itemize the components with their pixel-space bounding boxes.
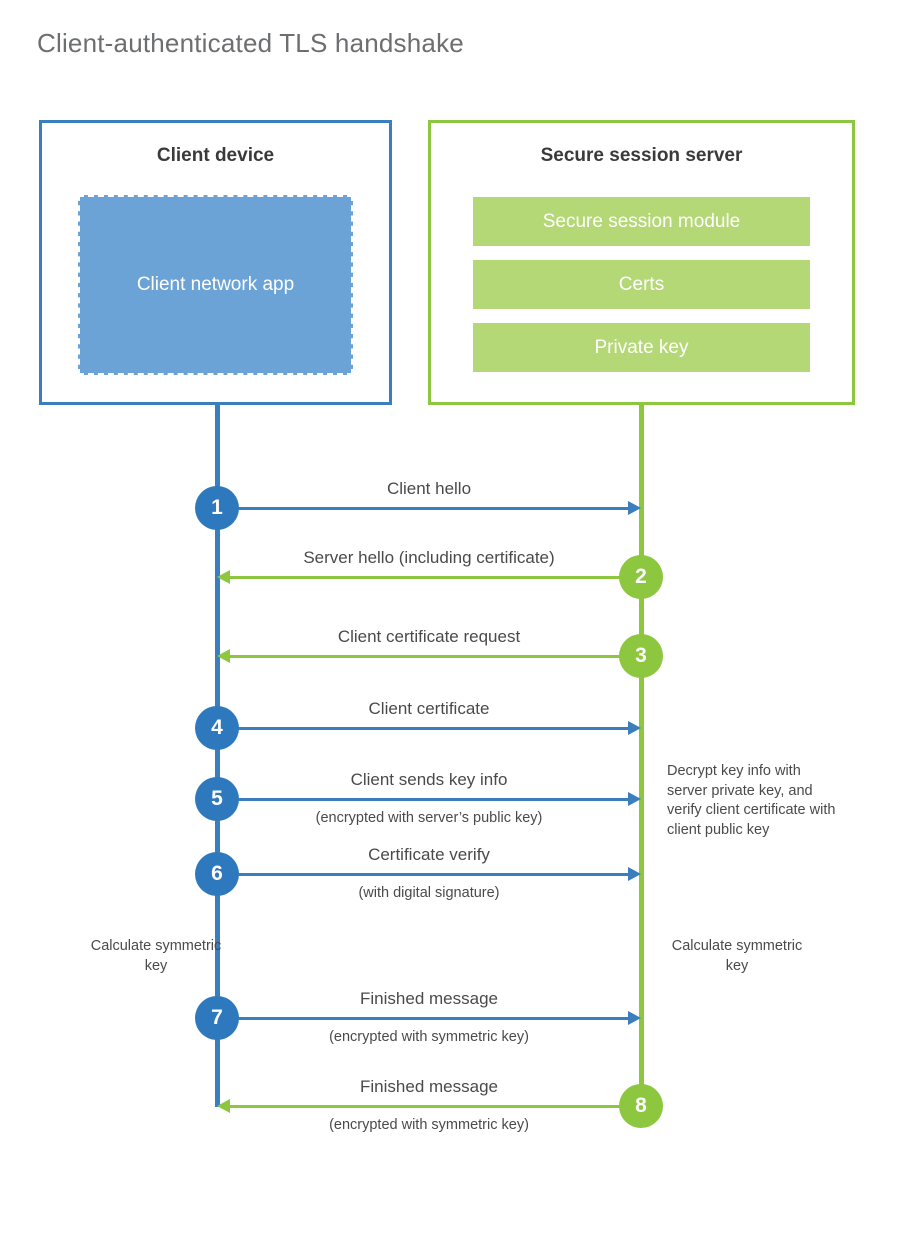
- message-label: Finished message: [360, 1077, 498, 1096]
- secure-session-server-title: Secure session server: [540, 145, 743, 166]
- message-line: [217, 727, 630, 730]
- message-label: Finished message: [360, 989, 498, 1008]
- arrowhead-icon: [628, 501, 641, 515]
- note-decrypt-key-info: Decrypt key info with server private key…: [667, 763, 836, 838]
- arrowhead-icon: [628, 792, 641, 806]
- page-title: Client-authenticated TLS handshake: [37, 28, 464, 58]
- message-line: [217, 507, 630, 510]
- message-sublabel: (encrypted with server’s public key): [315, 810, 543, 826]
- arrowhead-icon: [628, 721, 641, 735]
- step-circle-2: 2: [619, 555, 663, 599]
- message-arrow-6: Certificate verify (with digital signatur…: [217, 845, 641, 901]
- message-label: Client certificate request: [337, 627, 521, 646]
- message-label: Server hello (including certificate): [303, 548, 555, 567]
- note-calculate-symmetric-key-client: Calculate symmetric key: [90, 938, 222, 974]
- step-circle-6: 6: [195, 852, 239, 896]
- message-label: Client hello: [386, 479, 472, 498]
- message-arrow-1: Client hello: [217, 479, 641, 515]
- arrowhead-icon: [217, 570, 230, 584]
- message-line: [217, 873, 630, 876]
- server-module-certs: Certs: [473, 260, 810, 309]
- client-network-app-block: Client network app: [78, 195, 353, 375]
- message-arrow-4: Client certificate: [217, 699, 641, 735]
- message-label: Client sends key info: [350, 770, 508, 789]
- message-label: Certificate verify: [368, 845, 490, 864]
- message-line: [228, 655, 641, 658]
- message-line: [228, 576, 641, 579]
- message-line: [228, 1105, 641, 1108]
- step-circle-3: 3: [619, 634, 663, 678]
- server-module-private-key: Private key: [473, 323, 810, 372]
- step-circle-5: 5: [195, 777, 239, 821]
- step-circle-8: 8: [619, 1084, 663, 1128]
- message-sublabel: (encrypted with symmetric key): [329, 1029, 529, 1045]
- client-device-title: Client device: [156, 145, 275, 166]
- message-sublabel: (encrypted with symmetric key): [329, 1117, 529, 1133]
- client-device-panel: Client device Client network app: [39, 120, 392, 405]
- server-lifeline: [639, 405, 644, 1106]
- step-circle-1: 1: [195, 486, 239, 530]
- step-circle-4: 4: [195, 706, 239, 750]
- message-line: [217, 798, 630, 801]
- message-label: Client certificate: [368, 699, 490, 718]
- server-module-secure-session-module: Secure session module: [473, 197, 810, 246]
- arrowhead-icon: [628, 1011, 641, 1025]
- secure-session-server-panel: Secure session server Secure session mod…: [428, 120, 855, 405]
- message-line: [217, 1017, 630, 1020]
- step-circle-7: 7: [195, 996, 239, 1040]
- message-arrow-3: Client certificate request: [217, 627, 641, 663]
- message-arrow-7: Finished message (encrypted with symmetri…: [217, 989, 641, 1045]
- message-arrow-8: Finished message (encrypted with symmetri…: [217, 1077, 641, 1133]
- note-calculate-symmetric-key-server: Calculate symmetric key: [671, 938, 803, 974]
- arrowhead-icon: [217, 1099, 230, 1113]
- message-sublabel: (with digital signature): [358, 885, 500, 901]
- arrowhead-icon: [628, 867, 641, 881]
- message-arrow-2: Server hello (including certificate): [217, 548, 641, 584]
- message-arrow-5: Client sends key info (encrypted with ser…: [217, 770, 641, 826]
- client-lifeline: [215, 405, 220, 1107]
- arrowhead-icon: [217, 649, 230, 663]
